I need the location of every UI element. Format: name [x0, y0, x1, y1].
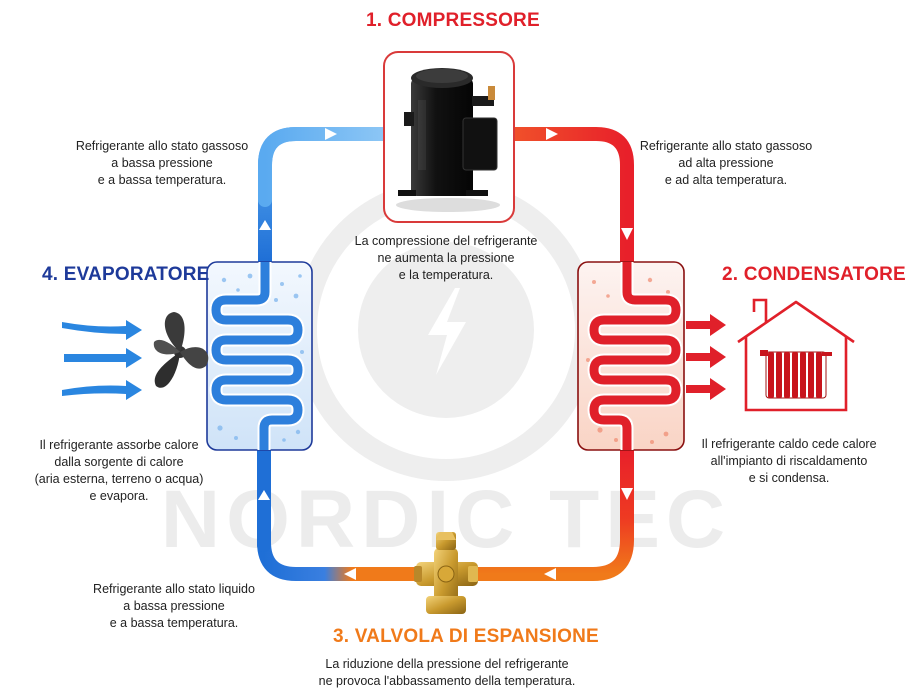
condenser-caption-line: all'impianto di riscaldamento [710, 454, 868, 468]
flow-arrow-up [259, 220, 271, 230]
pipe-note-line: e a bassa temperatura. [97, 173, 227, 187]
pipe-note-bottom-left: Refrigerante allo stato liquido a bassa … [82, 581, 266, 632]
fan-icon [153, 312, 209, 388]
valve-title-text: 3. VALVOLA DI ESPANSIONE [333, 626, 599, 647]
condenser-caption: Il refrigerante caldo cede calore all'im… [692, 436, 886, 487]
flow-arrow-right [325, 128, 337, 140]
flow-arrow-right [546, 128, 558, 140]
evaporator-caption-line: dalla sorgente di calore [54, 455, 184, 469]
pipe-note-line: ad alta pressione [678, 156, 774, 170]
evaporator-title: 4. EVAPORATORE [42, 264, 210, 286]
evaporator-title-text: 4. EVAPORATORE [42, 264, 210, 285]
evaporator-coil-icon [206, 261, 313, 451]
condenser-title-text: 2. CONDENSATORE [722, 264, 906, 285]
watermark-logo [295, 179, 597, 481]
heat-output-arrows [686, 314, 726, 400]
flow-arrow-left [344, 568, 356, 580]
pipe-note-line: Refrigerante allo stato gassoso [639, 139, 813, 153]
house-radiator-icon [737, 298, 855, 412]
refrigerant-loop [257, 127, 634, 581]
condenser-caption-line: e si condensa. [748, 471, 830, 485]
pipe-note-line: Refrigerante allo stato gassoso [75, 139, 249, 153]
evaporator-caption-line: e evapora. [89, 489, 149, 503]
pipe-note-top-left: Refrigerante allo stato gassoso a bassa … [68, 138, 256, 189]
pipe-note-line: Refrigerante allo stato liquido [93, 582, 255, 596]
flow-arrows [258, 128, 633, 580]
compressor-icon [383, 51, 515, 223]
compressor-caption-line: La compressione del refrigerante [354, 234, 538, 248]
flow-arrow-down [621, 228, 633, 240]
pipe-note-line: e ad alta temperatura. [664, 173, 788, 187]
condenser-caption-line: Il refrigerante caldo cede calore [701, 437, 877, 451]
evaporator-caption: Il refrigerante assorbe calore dalla sor… [26, 437, 212, 505]
flow-arrow-down [621, 488, 633, 500]
pipe-note-line: a bassa pressione [111, 156, 213, 170]
flow-arrow-up [258, 490, 270, 500]
valve-caption-line: La riduzione della pressione del refrige… [325, 657, 569, 671]
pipe-note-line: a bassa pressione [123, 599, 225, 613]
compressor-caption-line: ne aumenta la pressione [377, 251, 515, 265]
evaporator-caption-line: (aria esterna, terreno o acqua) [34, 472, 204, 486]
evaporator-caption-line: Il refrigerante assorbe calore [39, 438, 199, 452]
valve-caption-line: ne provoca l'abbassamento della temperat… [318, 674, 576, 688]
valve-caption: La riduzione della pressione del refrige… [316, 656, 578, 690]
pipe-note-line: e a bassa temperatura. [109, 616, 239, 630]
compressor-caption: La compressione del refrigerante ne aume… [348, 233, 544, 284]
pipe-note-top-right: Refrigerante allo stato gassoso ad alta … [632, 138, 820, 189]
valve-title: 3. VALVOLA DI ESPANSIONE [333, 626, 599, 648]
expansion-valve-icon [414, 532, 478, 614]
condenser-title: 2. CONDENSATORE [722, 264, 906, 286]
compressor-title-text: 1. COMPRESSORE [366, 10, 540, 31]
compressor-caption-line: e la temperatura. [398, 268, 494, 282]
compressor-title: 1. COMPRESSORE [366, 10, 540, 32]
condenser-coil-icon [577, 261, 685, 451]
flow-arrow-left [544, 568, 556, 580]
air-inflow-arrows [62, 320, 142, 400]
